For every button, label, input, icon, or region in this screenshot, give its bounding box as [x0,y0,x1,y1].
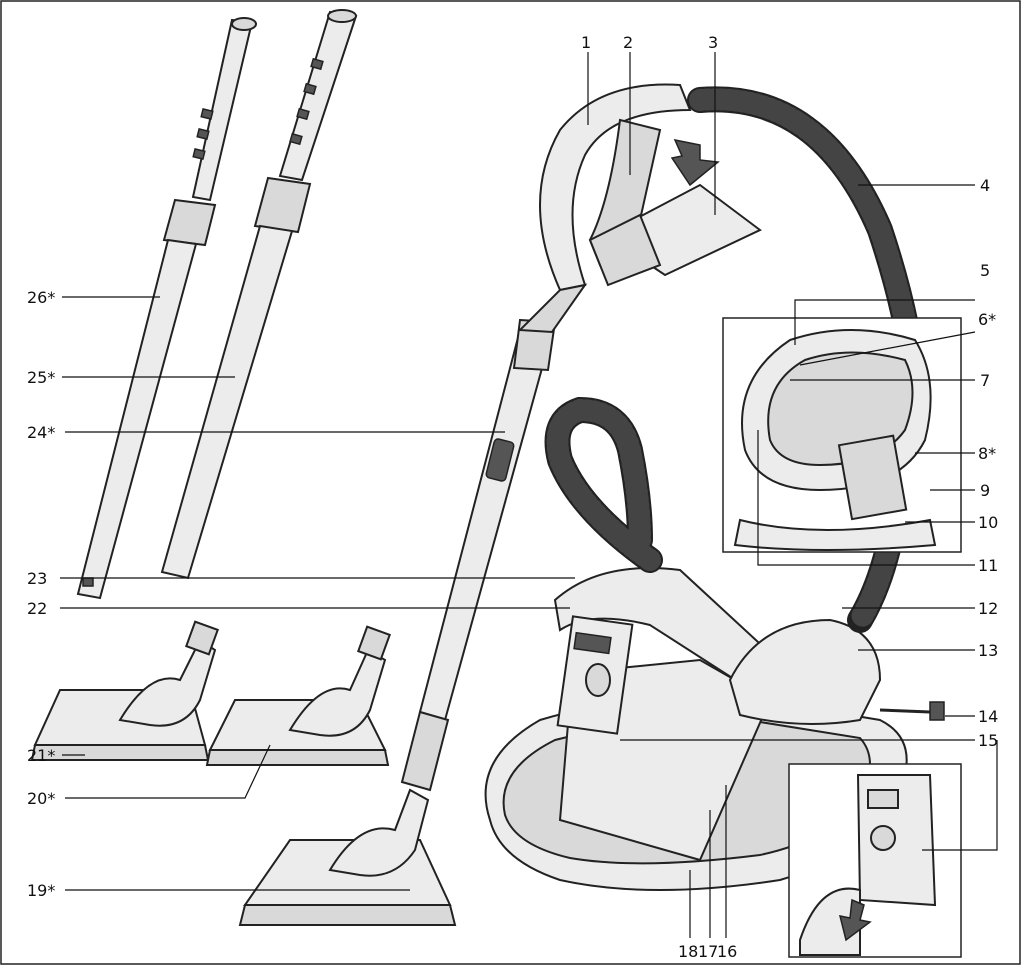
label-25: 25* [27,368,55,387]
crevice-nozzle-3 [588,138,762,287]
leader-5 [794,299,975,345]
label-10: 10 [978,513,998,532]
suction-tube-attached [400,318,557,792]
label-15a: 15 [978,731,998,750]
label-1: 1 [581,33,591,52]
label-17: 17 [698,942,718,961]
floor-nozzle-20 [205,625,392,766]
inset-filter-detail [722,317,962,553]
label-13: 13 [978,641,998,660]
label-7: 7 [980,371,990,390]
floor-nozzle-19 [238,788,457,926]
label-4: 4 [980,176,990,195]
label-23: 23 [27,569,47,588]
label-6: 6* [978,310,996,329]
leader-lines [60,52,998,938]
floor-nozzle-21 [30,620,220,761]
label-18: 18 [678,942,698,961]
inset-dustbag-detail [788,763,962,958]
label-16: 16 [717,942,737,961]
label-22: 22 [27,599,47,618]
label-12: 12 [978,599,998,618]
leader-20 [65,744,271,799]
label-9: 9 [980,481,990,500]
label-24: 24* [27,423,55,442]
label-3: 3 [708,33,718,52]
label-5: 5 [980,261,990,280]
label-11: 11 [978,556,998,575]
telescopic-tube-26 [76,17,257,600]
label-21: 21* [27,746,55,765]
leader-11 [757,430,975,566]
label-14: 14 [978,707,998,726]
label-26: 26* [27,288,55,307]
label-8: 8* [978,444,996,463]
label-2: 2 [623,33,633,52]
label-19: 19* [27,881,55,900]
label-20: 20* [27,789,55,808]
part-labels: 1 2 3 4 5 6* 7 8* 9 10 11 12 13 14 15 15… [27,33,998,961]
leader-6 [799,331,976,366]
telescopic-tube-25 [160,9,358,580]
leader-15b [922,740,998,851]
